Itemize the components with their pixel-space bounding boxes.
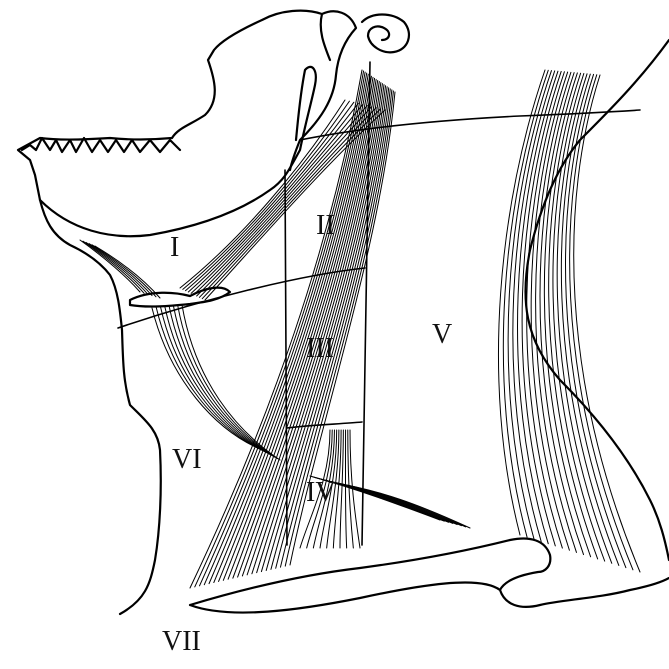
level-ii-label: II [316, 212, 335, 240]
digastric-posterior-fiber [183, 101, 350, 289]
level-vii-label: VII [162, 628, 201, 656]
ear-outline [362, 15, 409, 53]
clavicle-outline [190, 539, 669, 613]
level-iv-label: IV [306, 479, 336, 507]
trapezius-fiber [570, 75, 633, 570]
skull-outline [18, 11, 356, 614]
scalene-fiber [345, 430, 346, 548]
level-v-label: V [432, 321, 452, 349]
sternocleidomastoid-fiber [228, 78, 374, 579]
level-i-label: I [170, 234, 179, 262]
omohyoid-fiber [165, 307, 270, 455]
level-vi-label: VI [172, 446, 202, 474]
trapezius-fiber [531, 72, 569, 550]
trapezius-fiber [536, 72, 577, 552]
omohyoid-fiber [156, 308, 264, 452]
omohyoid-fiber [161, 307, 268, 453]
trapezius-fiber [549, 73, 598, 559]
digastric-anterior-fiber [80, 240, 140, 292]
level-iii-label: III [306, 335, 334, 363]
digastric-posterior-fiber [202, 109, 380, 299]
